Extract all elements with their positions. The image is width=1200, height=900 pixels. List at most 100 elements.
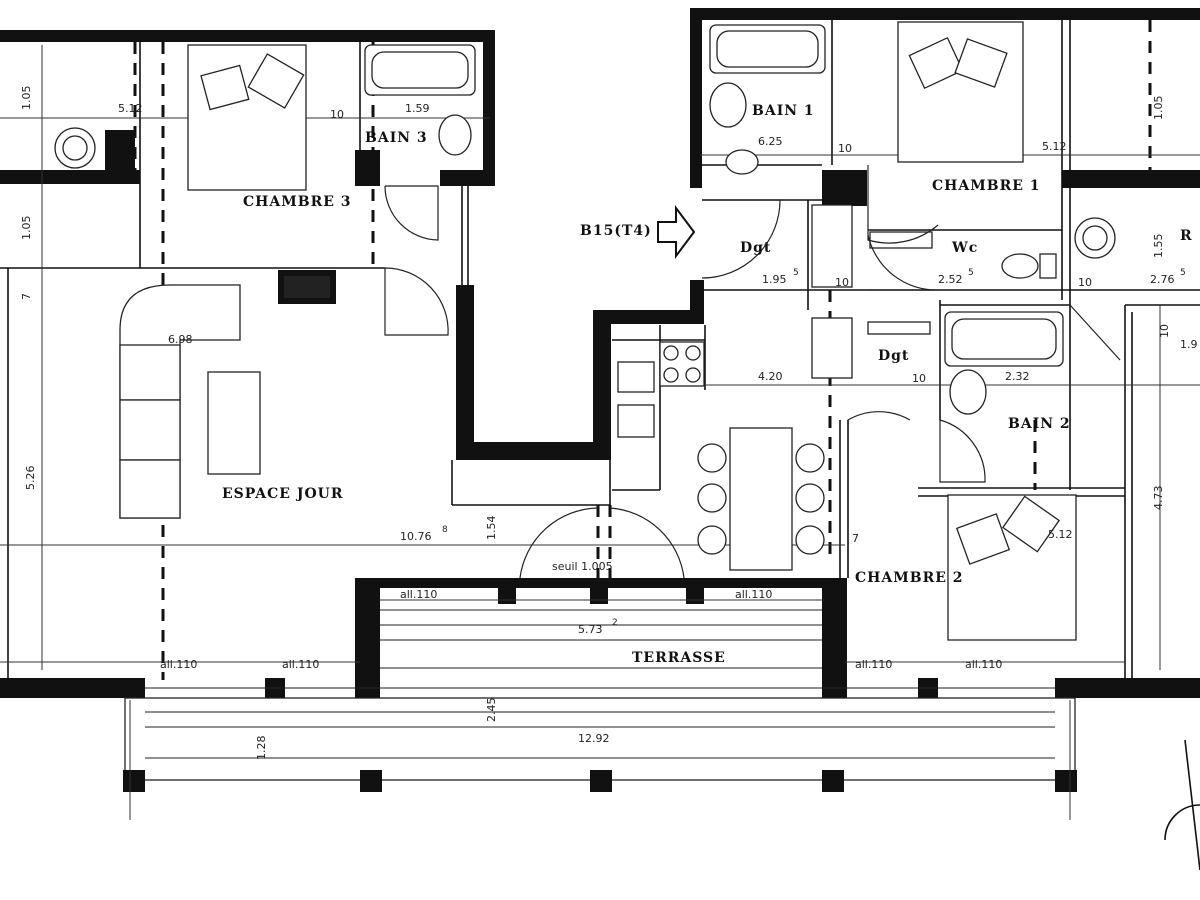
room-label-wc: Wc	[951, 240, 978, 256]
sink-kitchen-icon	[617, 361, 655, 393]
door-chambre-2	[847, 411, 911, 480]
sofa-cushion	[119, 399, 181, 461]
door-entry	[701, 199, 781, 279]
post-2	[498, 582, 516, 604]
dim-label-superscript: 5	[793, 268, 799, 278]
dining-chairs	[697, 443, 825, 555]
wall-terrace-left	[355, 578, 380, 698]
bathtub-basin-icon	[371, 51, 469, 89]
wall-bottom-right	[1055, 678, 1200, 698]
dim-label: 5.12	[1048, 528, 1073, 541]
coffee-table	[207, 371, 261, 475]
washer-drum-icon	[1082, 225, 1108, 251]
dim-label: 2.76	[1150, 273, 1175, 286]
door-right	[1069, 304, 1121, 361]
toilet-icon	[1001, 253, 1039, 279]
pillow-icon	[200, 64, 250, 111]
dim-label: 1.05	[20, 216, 33, 241]
dim-label: 10	[912, 372, 926, 385]
door-bain-2	[939, 419, 986, 483]
dim-label: 6.25	[758, 135, 783, 148]
dim-label: 10	[1078, 276, 1092, 289]
dim-label-superscript: 8	[442, 525, 448, 535]
bench	[867, 321, 931, 335]
dim-label: seuil 1.005	[552, 560, 613, 573]
dim-label: all.110	[965, 658, 1002, 671]
wall-notch-bottom	[456, 442, 606, 460]
dim-label: 1.55	[1152, 234, 1165, 259]
wall-terrace-right	[822, 578, 847, 698]
dim-label: 5.73	[578, 623, 603, 636]
sink-kitchen-icon	[617, 404, 655, 438]
dim-label: 1.28	[255, 736, 268, 761]
pillow-icon	[954, 38, 1008, 88]
room-label-terrasse: TERRASSE	[632, 650, 726, 666]
door-wc	[867, 234, 939, 291]
dim-label: all.110	[855, 658, 892, 671]
dim-label-superscript: 5	[968, 268, 974, 278]
dim-label: 4.20	[758, 370, 783, 383]
wall-entry-lower	[690, 280, 704, 324]
bench	[869, 231, 933, 249]
wall-notch-left	[456, 285, 474, 460]
post-4	[686, 582, 704, 604]
dim-label: 2.45	[485, 698, 498, 723]
dim-label-superscript: 5	[1180, 268, 1186, 278]
dim-label: 10	[835, 276, 849, 289]
room-label-chambre-3: CHAMBRE 3	[243, 194, 351, 210]
dim-label: 7	[852, 532, 859, 545]
room-label-dgt-inner: Dgt	[878, 348, 909, 364]
room-label-dgt-entry: Dgt	[740, 240, 771, 256]
room-label-right-partial: R	[1180, 228, 1193, 244]
door-espace-jour	[384, 267, 449, 336]
wall-left-pillar	[105, 130, 135, 184]
walls	[0, 8, 1200, 698]
washer-drum-icon	[62, 135, 88, 161]
bathtub-basin-icon	[716, 30, 819, 68]
entry-label: B15(T4)	[580, 223, 652, 239]
room-label-bain-2: BAIN 2	[1008, 416, 1071, 432]
dim-label: 2.32	[1005, 370, 1030, 383]
sink-icon	[709, 82, 747, 128]
dim-label: 5.12	[118, 102, 143, 115]
wall-bain1-left	[690, 8, 702, 188]
toilet-tank-icon	[1039, 253, 1057, 279]
wall-notch-right	[593, 310, 611, 460]
dim-label: 10	[1158, 324, 1171, 338]
dim-label: 1.54	[485, 516, 498, 541]
wall-bain3-pillar	[355, 150, 380, 186]
room-label-espace-jour: ESPACE JOUR	[222, 486, 344, 502]
wall-chambre1-pillar	[822, 170, 867, 206]
dim-label: 4.73	[1152, 486, 1165, 511]
entry-arrow-icon	[657, 205, 696, 259]
dim-label: 1.05	[20, 86, 33, 111]
dim-label: 12.92	[578, 732, 610, 745]
room-label-bain-1: BAIN 1	[752, 103, 815, 119]
door-chambre-3	[384, 185, 439, 241]
dim-label: all.110	[282, 658, 319, 671]
dimension-labels: 5.12 10 1.59 1.05 1.05 7 6.98 5.26 10.76…	[20, 86, 1198, 761]
dim-label: 7	[20, 293, 33, 300]
door-chambre-1	[867, 165, 939, 244]
tv-screen-icon	[284, 276, 330, 298]
dining-table	[729, 427, 793, 571]
pillow-icon	[955, 513, 1011, 565]
dim-label: 10	[838, 142, 852, 155]
north-arrow-icon	[1164, 804, 1200, 841]
wall-bain3-right	[483, 30, 495, 186]
closet	[811, 204, 853, 288]
room-label-bain-3: BAIN 3	[365, 130, 428, 146]
dim-label: 5.26	[24, 466, 37, 491]
post-3	[590, 582, 608, 604]
sink-icon	[949, 369, 987, 415]
wall-top-left	[0, 30, 495, 42]
wall-bain3-bottom	[440, 170, 495, 186]
door-terrace-left	[519, 507, 599, 579]
dim-label: 1.05	[1152, 96, 1165, 121]
dim-label: all.110	[160, 658, 197, 671]
dim-label: 10.76	[400, 530, 432, 543]
bed-chambre-1	[897, 21, 1024, 163]
sofa-cushion	[119, 459, 181, 519]
